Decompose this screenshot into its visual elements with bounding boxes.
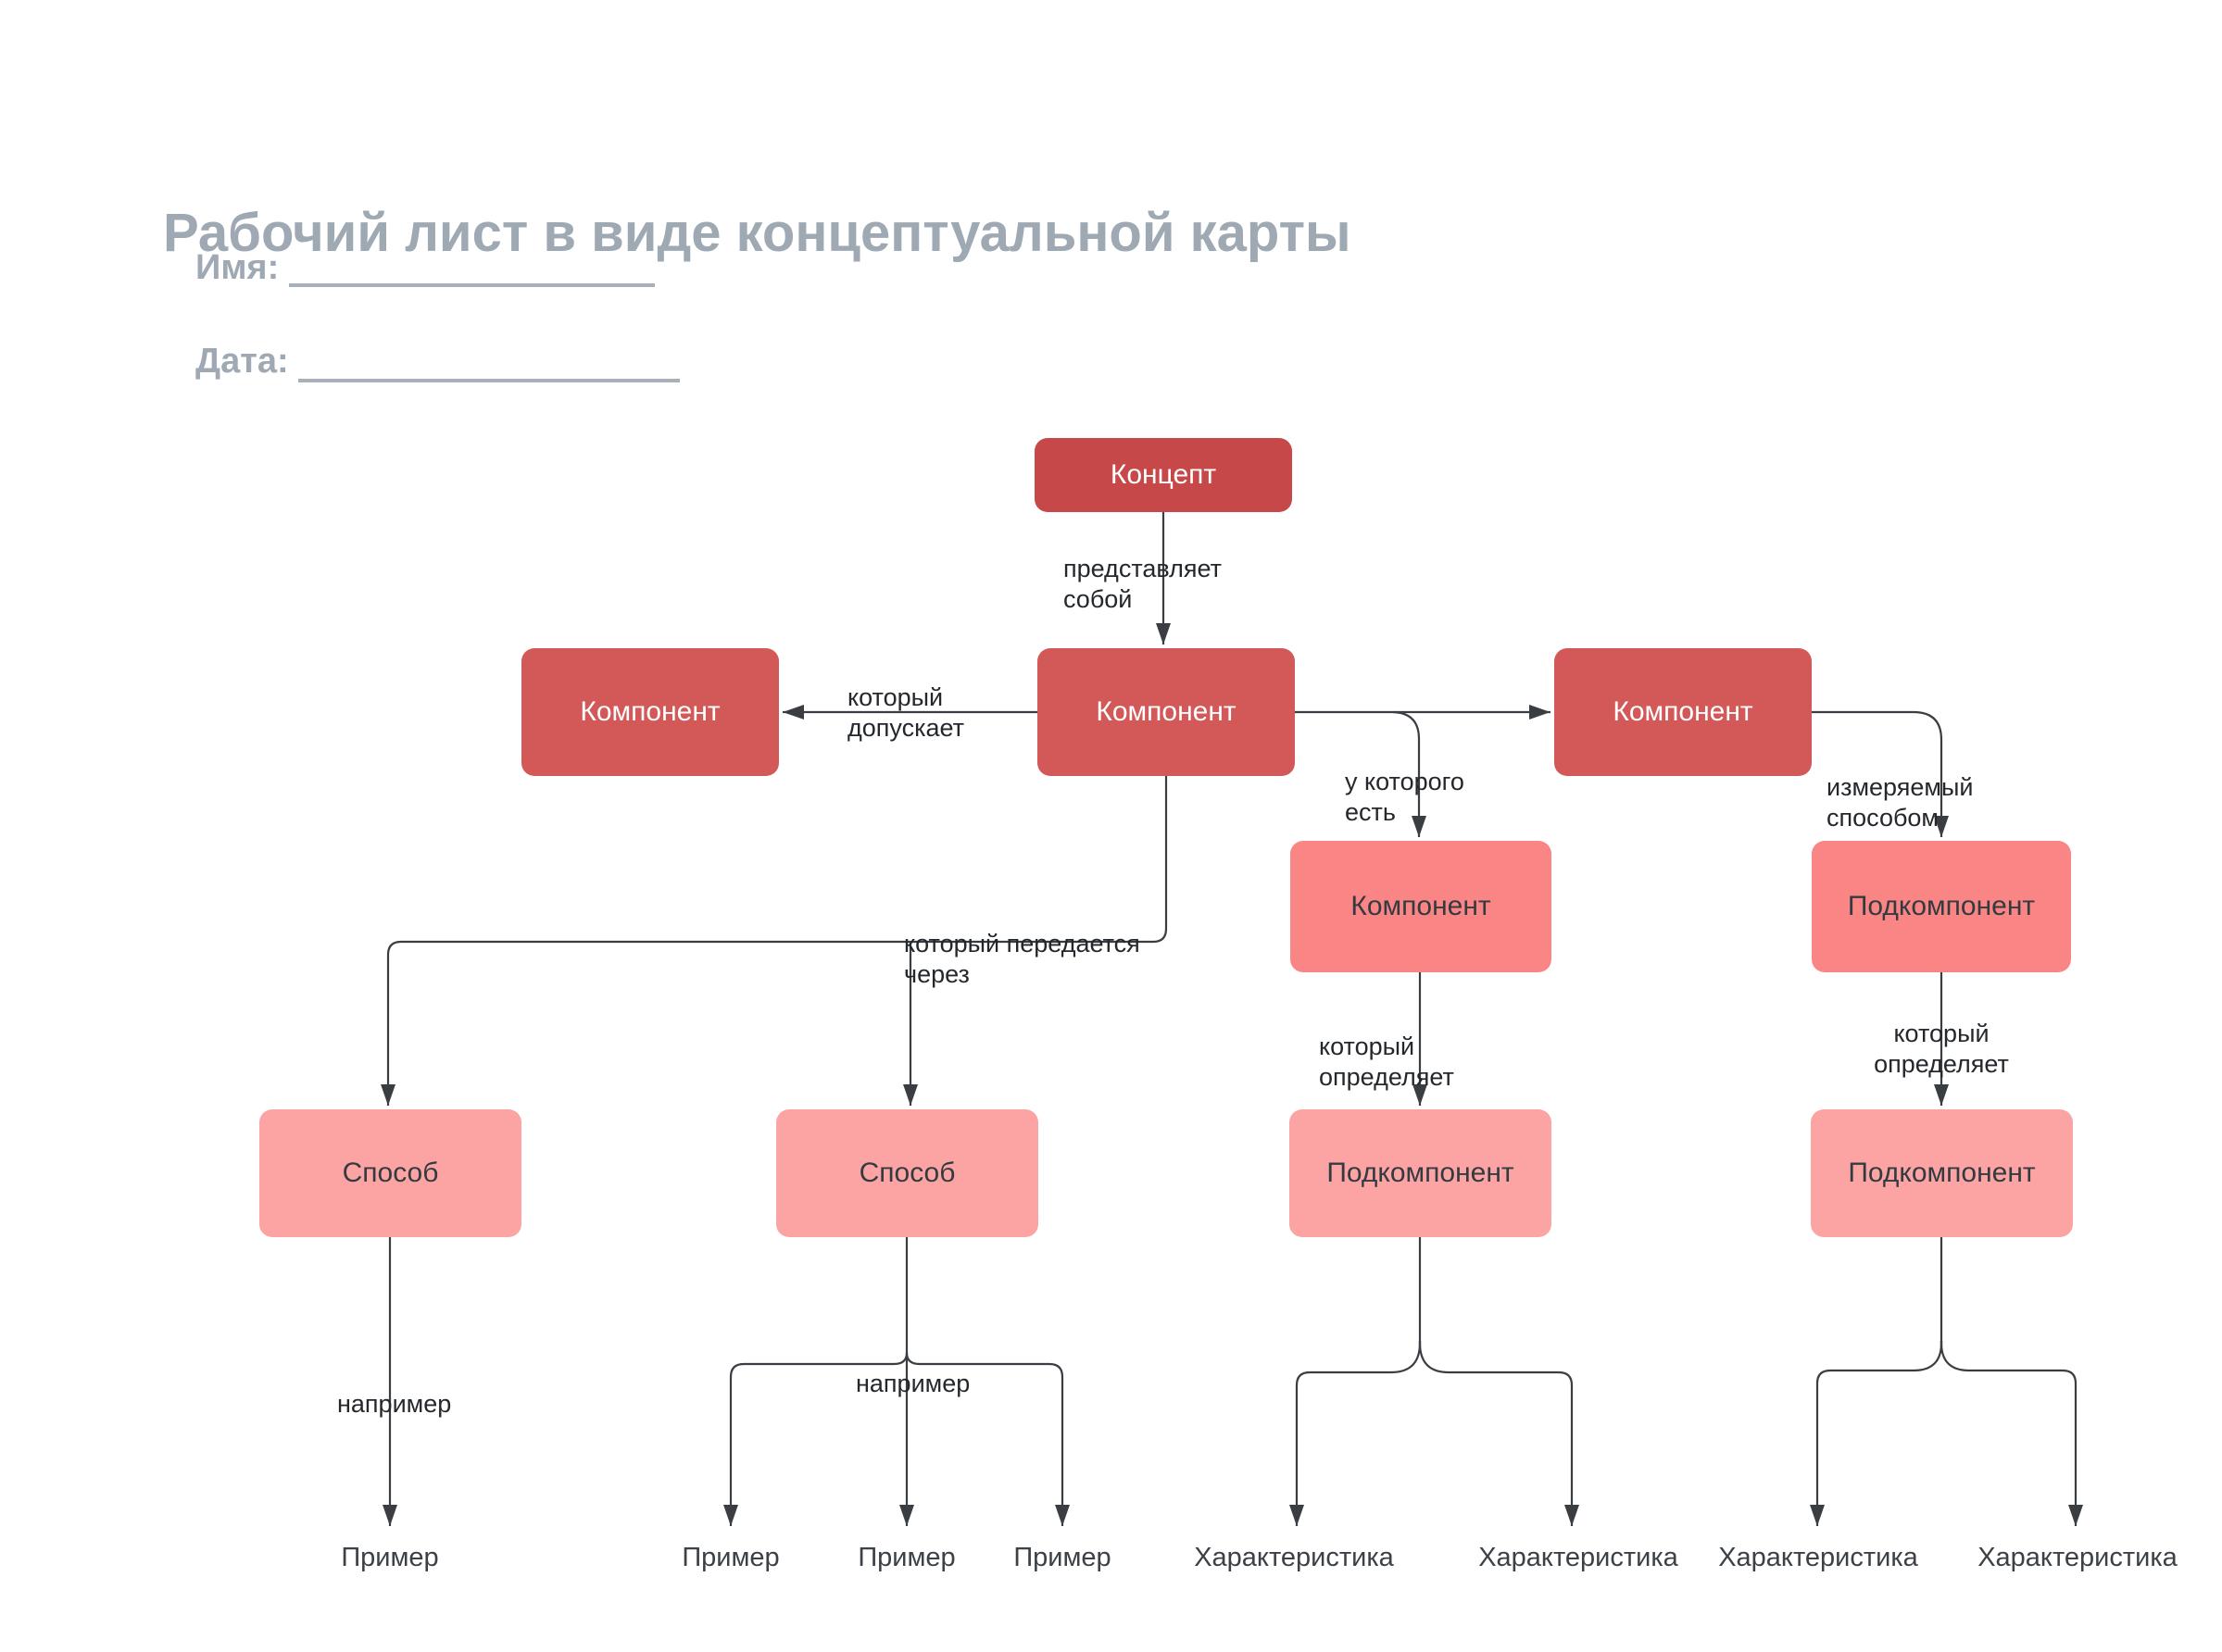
node-component-center: Компонент [1037, 648, 1295, 776]
arrow-method-mid-to-example-right [905, 1352, 1070, 1526]
edge-label-defines-mid: который определяет [1319, 1032, 1454, 1091]
arrow-right-to-subcomponent [1812, 710, 1949, 837]
terminal-example-2: Пример [682, 1543, 780, 1572]
edge-label-for-example-mid: например [856, 1370, 971, 1397]
arrow-to-characteristic-2 [1418, 1340, 1579, 1526]
terminal-example-1: Пример [341, 1543, 439, 1572]
arrow-to-characteristic-3 [1810, 1340, 1943, 1526]
arrow-center-to-method-left [381, 776, 1168, 1106]
terminal-characteristic-4: Характеристика [1977, 1543, 2178, 1572]
node-subcomponent-right-bottom: Подкомпонент [1811, 1109, 2073, 1237]
node-component-left: Компонент [521, 648, 779, 776]
edge-label-has: у которого есть [1345, 768, 1464, 826]
terminal-characteristic-3: Характеристика [1718, 1543, 1918, 1572]
terminal-example-4: Пример [1013, 1543, 1111, 1572]
terminal-characteristic-1: Характеристика [1194, 1543, 1394, 1572]
edge-label-measured-by: измеряемый способом [1827, 773, 1974, 832]
node-method-mid: Способ [776, 1109, 1038, 1237]
node-method-left: Способ [259, 1109, 521, 1237]
name-blank-line [289, 283, 655, 287]
date-label: Дата: [195, 342, 289, 381]
edge-label-transmitted-via: который передается через [904, 930, 1140, 988]
node-concept: Концепт [1035, 438, 1292, 512]
date-blank-line [298, 379, 680, 382]
arrow-to-characteristic-1 [1289, 1340, 1422, 1526]
edge-label-defines-right: который определяет [1874, 1020, 2009, 1078]
arrow-to-characteristic-4 [1940, 1340, 2083, 1526]
node-subcomponent-mid-bottom: Подкомпонент [1289, 1109, 1551, 1237]
node-component-right: Компонент [1554, 648, 1812, 776]
node-subcomponent-right: Подкомпонент [1812, 841, 2071, 972]
edge-label-represents: представляет собой [1063, 555, 1222, 613]
arrow-method-mid-to-example-left [723, 1352, 909, 1526]
edge-label-allows: который допускает [847, 683, 964, 742]
terminal-example-3: Пример [858, 1543, 956, 1572]
edge-label-for-example-left: например [337, 1390, 452, 1418]
page-title: Рабочий лист в виде концептуальной карты [163, 203, 1351, 263]
terminal-characteristic-2: Характеристика [1478, 1543, 1678, 1572]
arrow-center-to-sub-component [1392, 710, 1426, 837]
node-component-sub: Компонент [1290, 841, 1551, 972]
name-label: Имя: [195, 248, 280, 287]
